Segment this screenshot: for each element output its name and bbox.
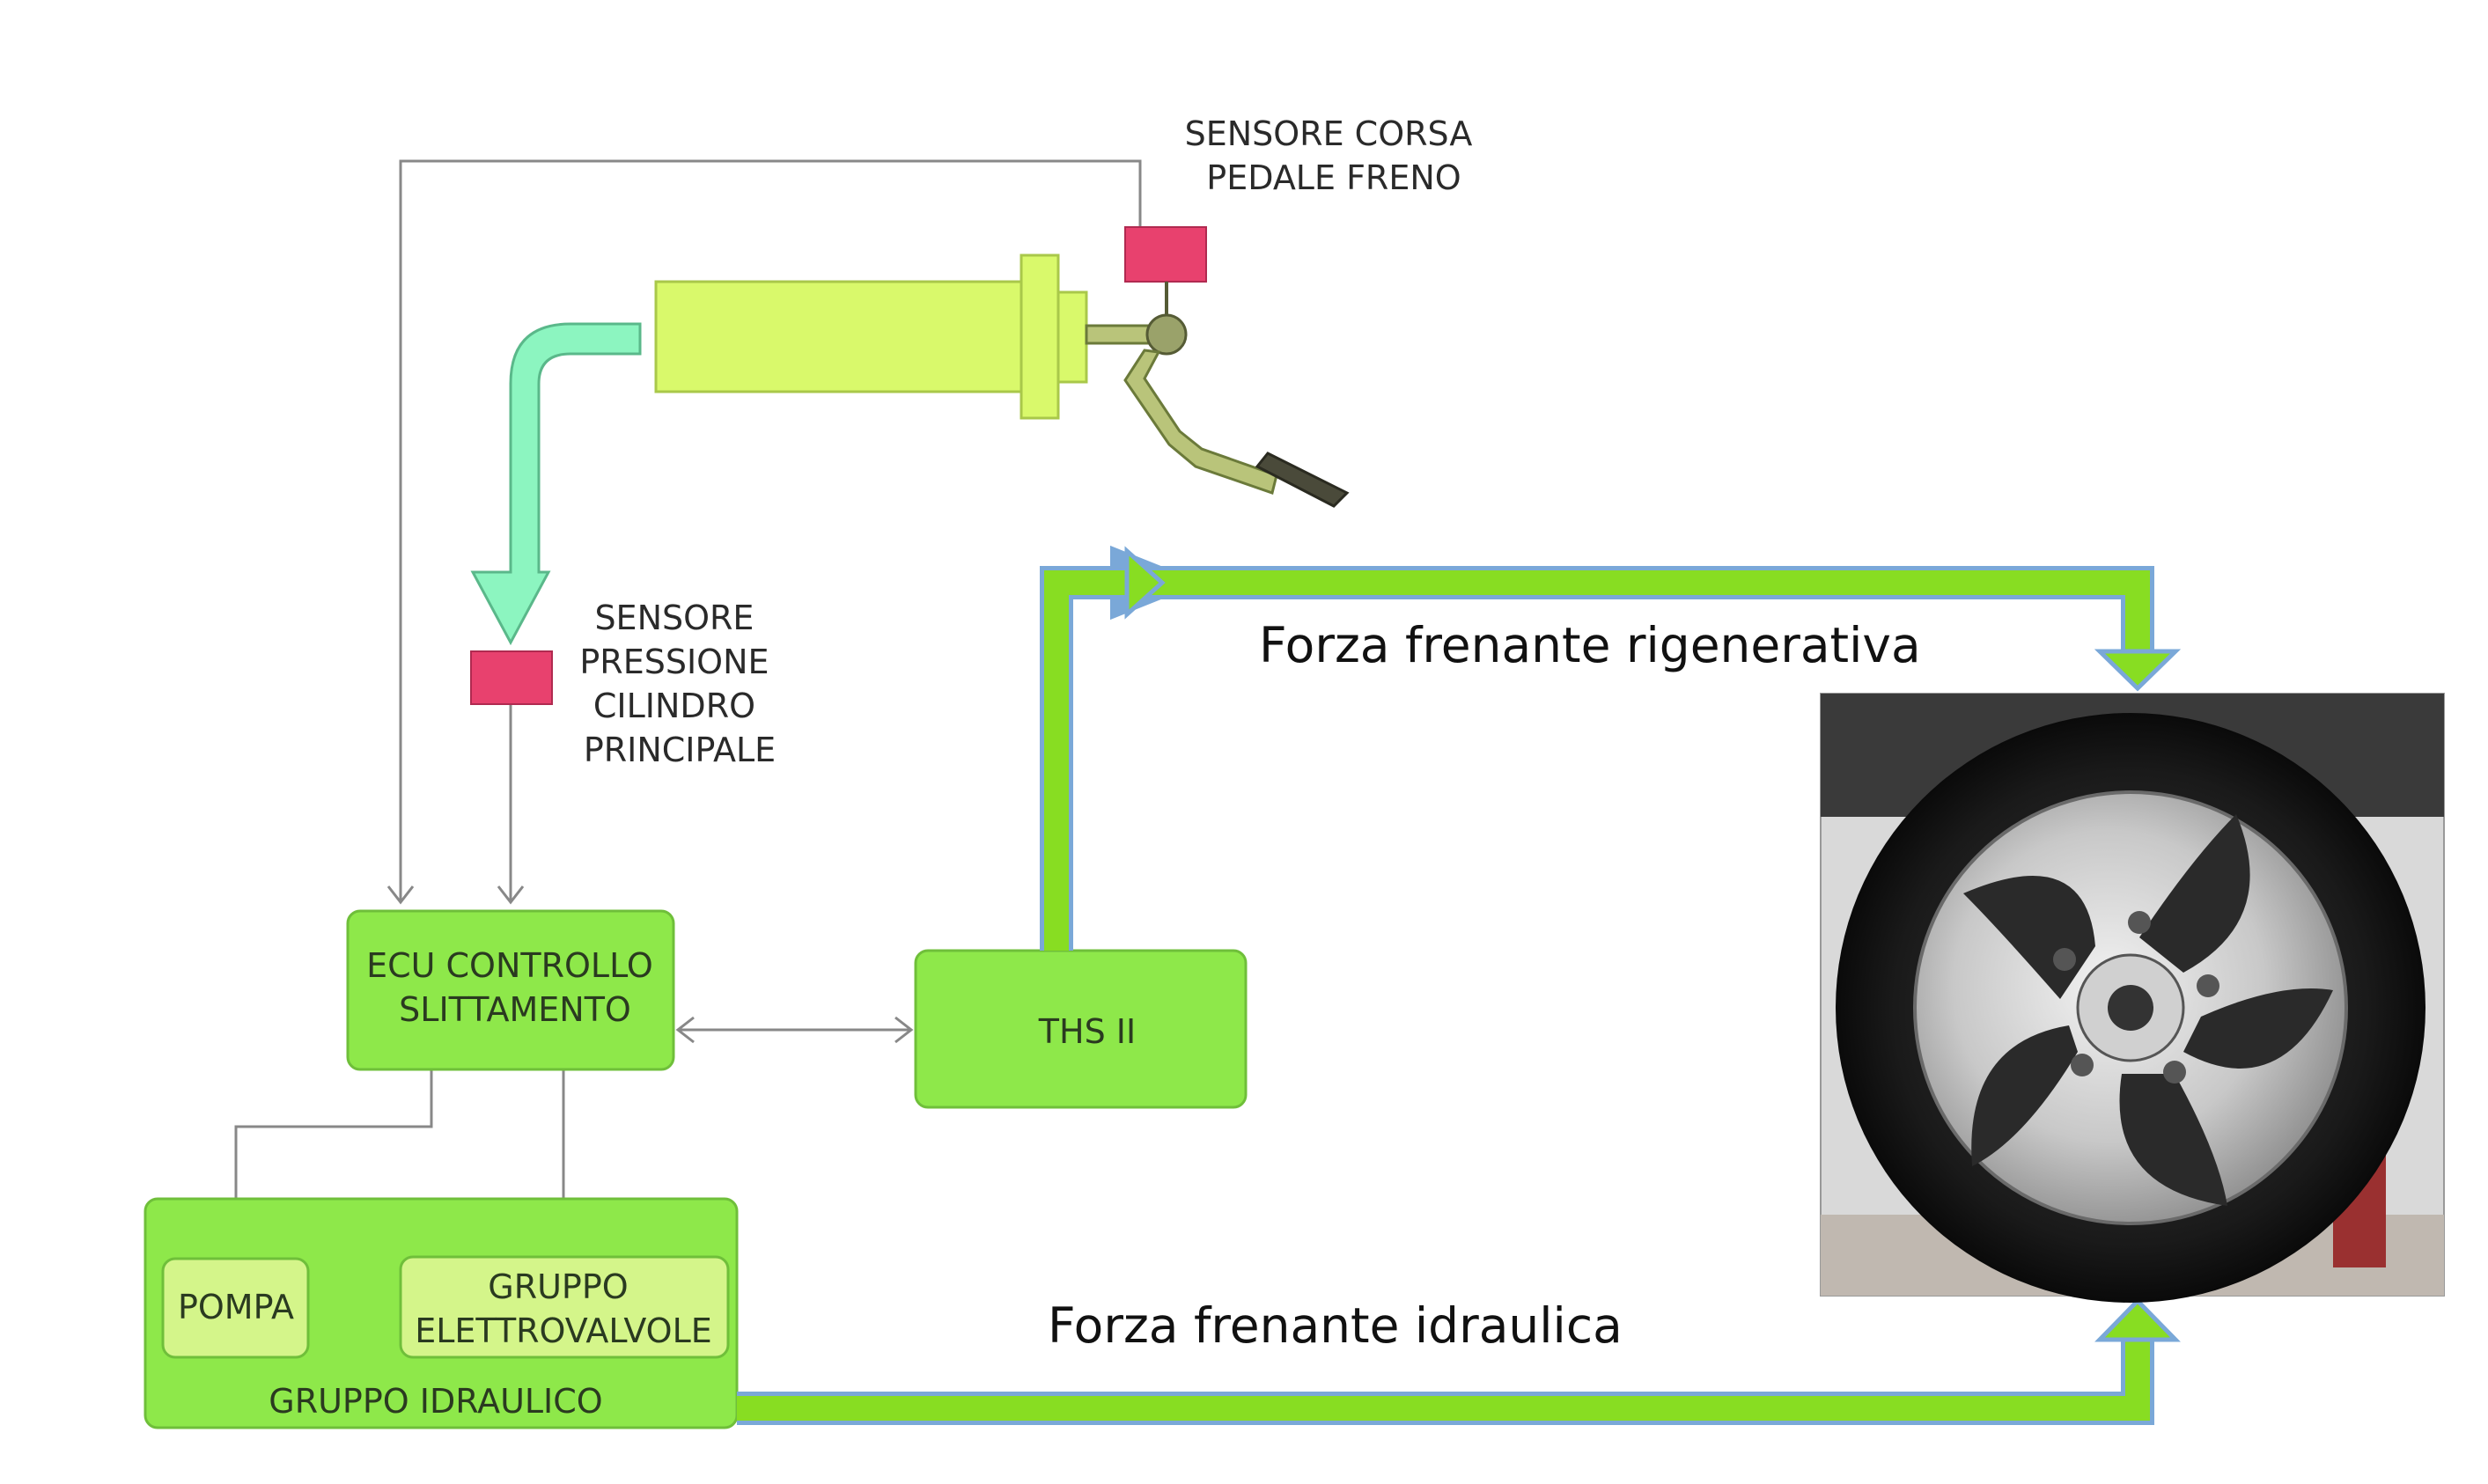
pedal-sensor (1124, 226, 1207, 283)
ths-label: THS II (1038, 1012, 1136, 1051)
hydraulic-force-arrow (737, 1297, 2181, 1425)
regenerative-force-arrow (1040, 545, 2182, 951)
svg-text:GRUPPO ELETTROVALVOLE: GRUPPO ELETTROVALVOLE (415, 1267, 712, 1350)
ecu-box: ECU CONTROLLO SLITTAMENTO (346, 909, 675, 1071)
hydraulic-group-box: POMPA GRUPPO ELETTROVALVOLE GRUPPO IDRAU… (144, 1197, 739, 1429)
ecu-to-pump-line (222, 1069, 433, 1253)
pump-box (161, 1257, 310, 1359)
ecu-label-line1: ECU CONTROLLO (366, 946, 653, 985)
pump-label: POMPA (178, 1288, 294, 1326)
pedal-sensor-label: SENSORE CORSA PEDALE FRENO (1185, 114, 1483, 197)
valves-label-line2: ELETTROVALVOLE (415, 1311, 712, 1350)
wheel-icon (1820, 693, 2445, 1303)
svg-text:ECU CONTROLLO SLITTAMENT: ECU CONTROLLO SLITTAMENTO (366, 946, 664, 1029)
hydraulic-group-label: GRUPPO IDRAULICO (269, 1382, 602, 1421)
pedal-sensor-signal-line (386, 159, 1142, 905)
hydraulic-force-label: Forza frenante idraulica (1048, 1297, 1623, 1354)
master-cylinder (654, 253, 1159, 420)
ecu-label-line2: SLITTAMENTO (399, 990, 631, 1029)
ths-box: THS II (914, 949, 1248, 1109)
valves-box (399, 1255, 730, 1359)
regenerative-force-label: Forza frenante rigenerativa (1259, 617, 1921, 673)
brake-pedal-icon (1123, 313, 1350, 508)
valves-label-line1: GRUPPO (488, 1267, 628, 1306)
hydraulic-flow-arrow (470, 322, 642, 646)
pressure-sensor-label: SENSORE PRESSIONE CILINDRO PRINCIPALE (579, 599, 779, 769)
pressure-sensor (470, 650, 553, 705)
